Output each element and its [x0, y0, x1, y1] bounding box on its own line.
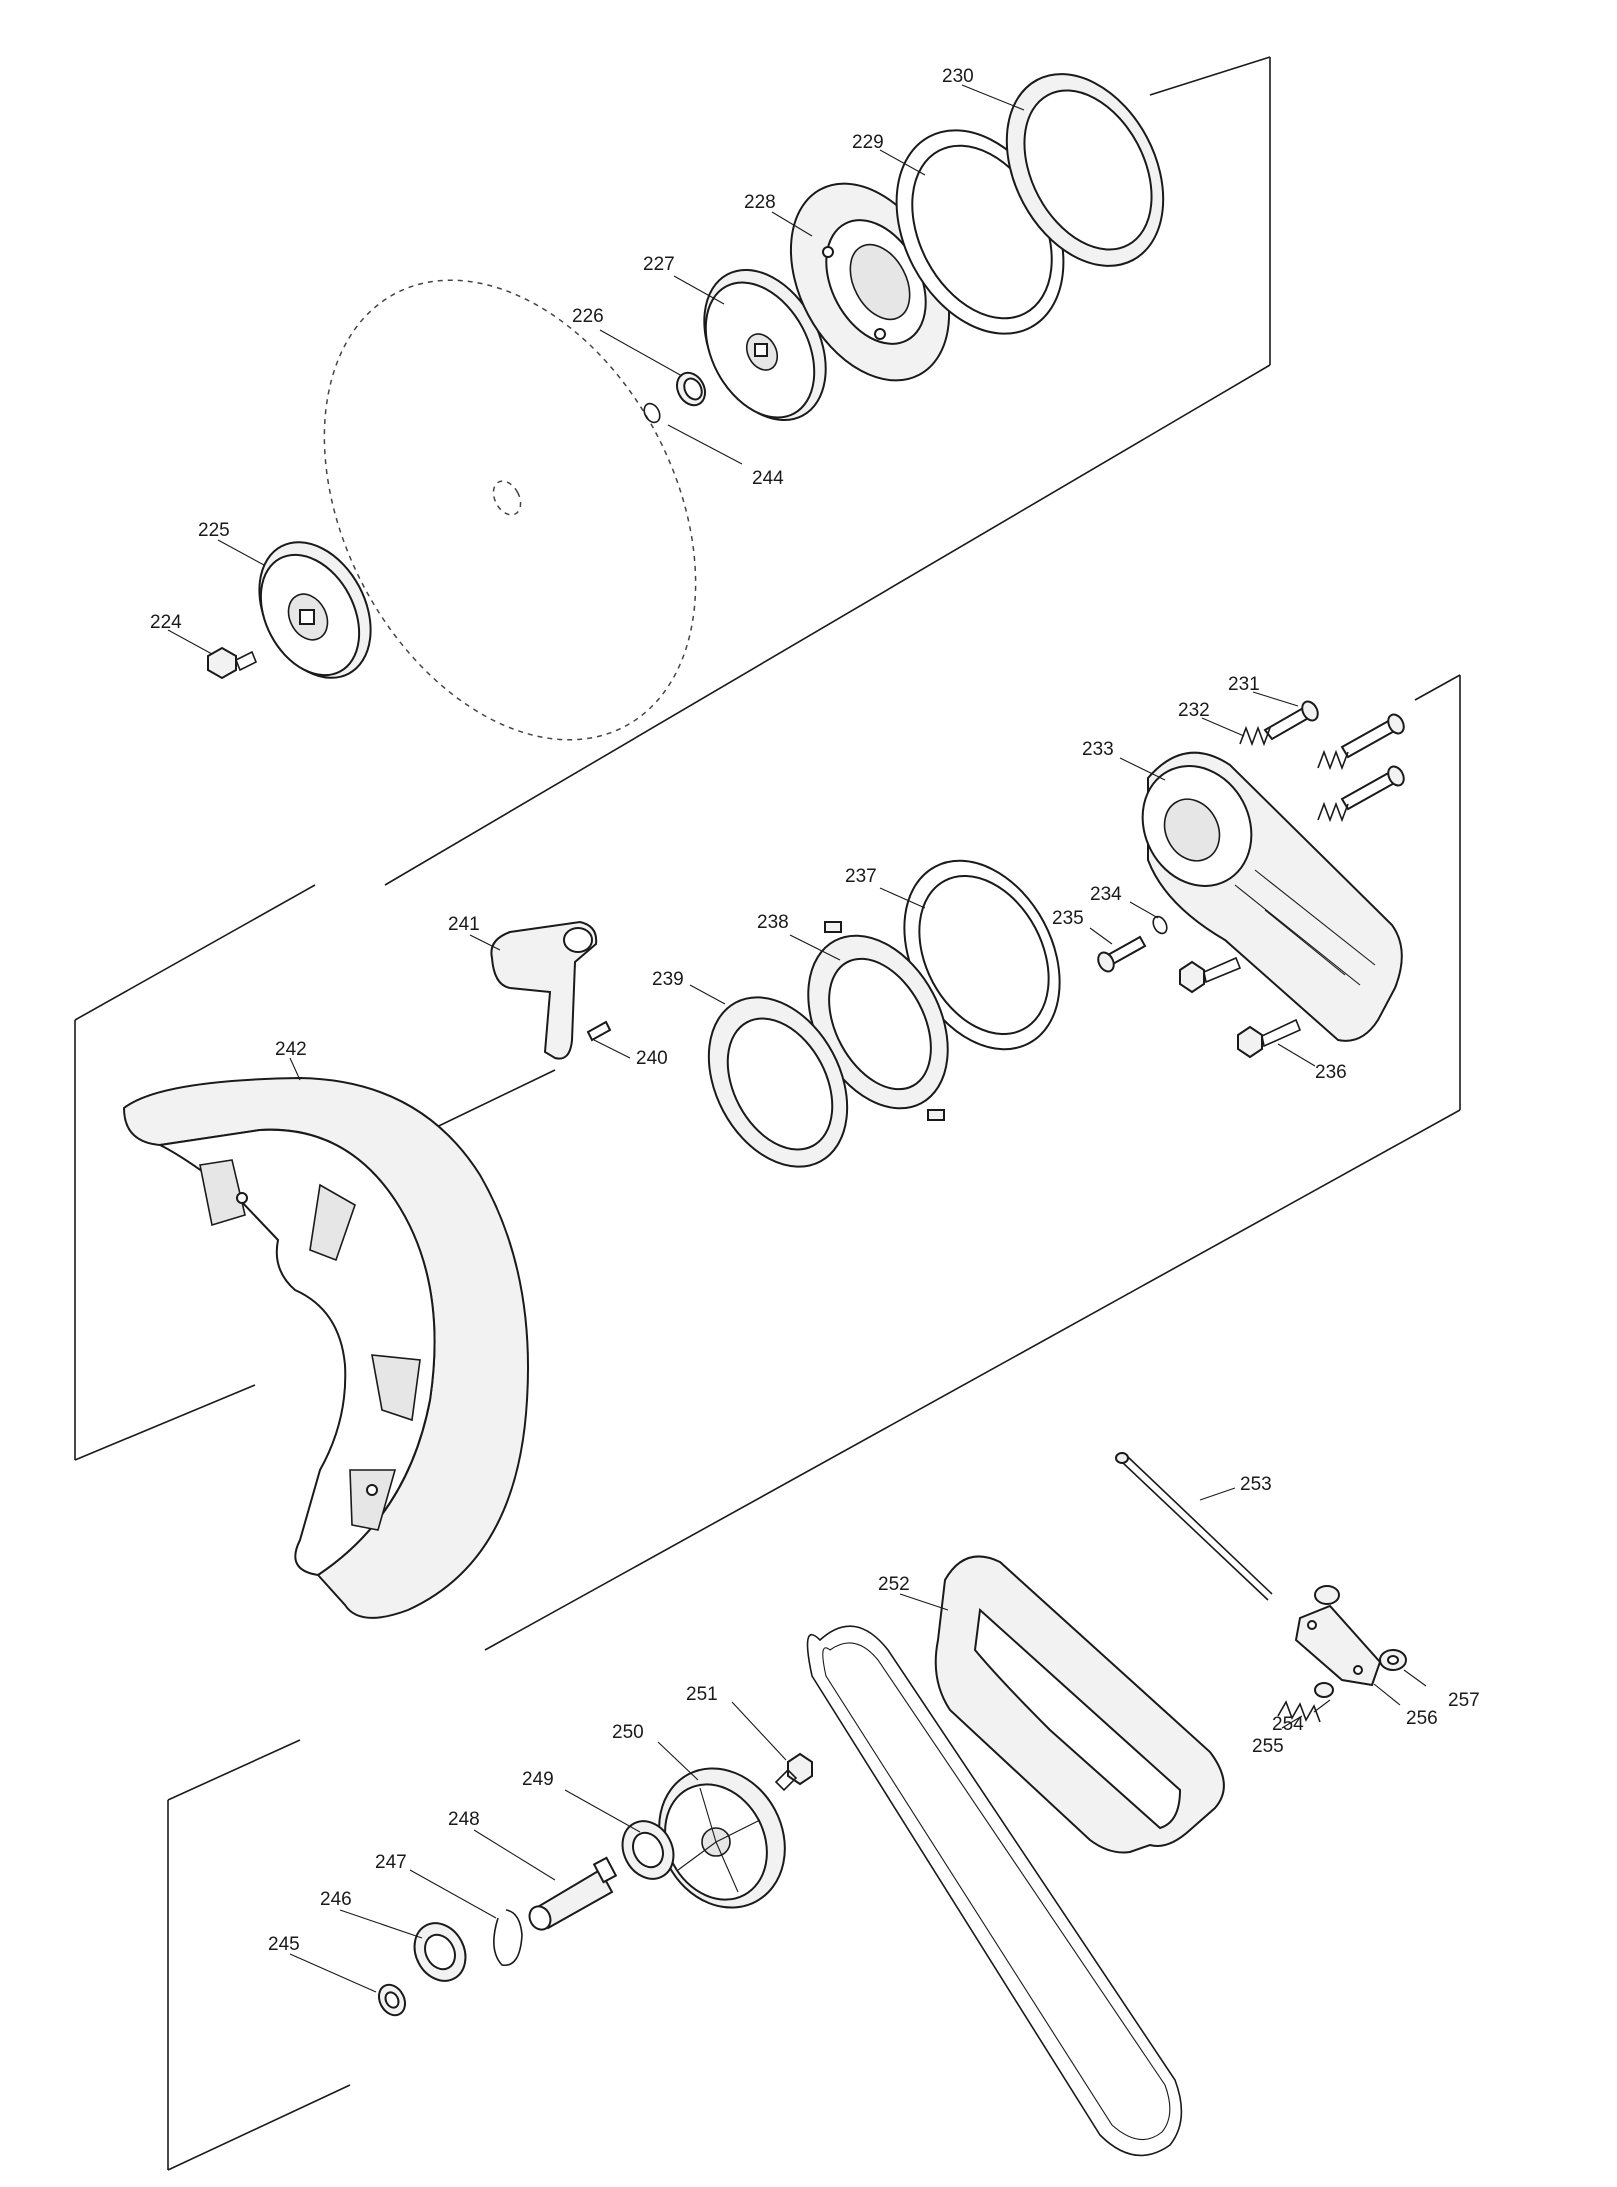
label-225: 225	[198, 520, 230, 541]
part-230-retaining-ring	[1005, 73, 1165, 267]
part-240-screw	[586, 1020, 612, 1042]
label-241: 241	[448, 914, 480, 935]
label-255: 255	[1252, 1736, 1284, 1757]
part-248-shaft	[528, 1856, 618, 1931]
label-240: 240	[636, 1048, 668, 1069]
label-256: 256	[1406, 1708, 1438, 1729]
part-239-ring	[707, 996, 849, 1168]
label-232: 232	[1178, 700, 1210, 721]
label-244: 244	[752, 468, 784, 489]
part-251-bolt	[774, 1752, 813, 1792]
part-233-gear-housing	[1141, 751, 1403, 1042]
label-254: 254	[1272, 1714, 1304, 1735]
assembly-frame-lines	[74, 56, 1461, 2171]
part-246-bearing	[413, 1922, 467, 1982]
label-231: 231	[1228, 674, 1260, 695]
part-224-bolt	[207, 646, 258, 680]
label-251: 251	[686, 1684, 718, 1705]
saw-blade-outline	[323, 279, 697, 741]
part-227-inner-flange	[703, 268, 827, 422]
part-drive-belt	[806, 1625, 1183, 2157]
label-233: 233	[1082, 739, 1114, 760]
label-226: 226	[572, 306, 604, 327]
part-226-collar	[676, 371, 706, 407]
label-249: 249	[522, 1769, 554, 1790]
label-248: 248	[448, 1809, 480, 1830]
part-255-nut	[1314, 1682, 1334, 1698]
label-230: 230	[942, 66, 974, 87]
part-237-gasket	[903, 859, 1061, 1051]
label-237: 237	[845, 866, 877, 887]
part-253-long-bolt	[1115, 1452, 1273, 1601]
part-234-o-ring	[1152, 915, 1168, 935]
part-238-plate	[807, 921, 949, 1121]
label-239: 239	[652, 969, 684, 990]
part-256-plate	[1294, 1604, 1382, 1687]
label-242: 242	[275, 1039, 307, 1060]
label-246: 246	[320, 1889, 352, 1910]
part-252-belt-cover	[934, 1555, 1225, 1854]
part-232-springs	[1239, 725, 1349, 823]
label-252: 252	[878, 1574, 910, 1595]
label-245: 245	[268, 1934, 300, 1955]
label-257: 257	[1448, 1690, 1480, 1711]
part-250-pulley	[658, 1767, 786, 1909]
part-247-snap-ring	[493, 1909, 523, 1966]
part-257-nut	[1314, 1585, 1407, 1671]
part-245-collar	[378, 1983, 406, 2017]
part-244-o-ring	[643, 402, 661, 424]
part-231-bolts	[1263, 700, 1405, 811]
label-234: 234	[1090, 884, 1122, 905]
part-225-outer-flange	[258, 541, 372, 679]
leader-lines	[167, 84, 1427, 1993]
label-224: 224	[150, 612, 182, 633]
label-235: 235	[1052, 908, 1084, 929]
label-247: 247	[375, 1852, 407, 1873]
part-236-bolts	[1179, 956, 1302, 1059]
label-253: 253	[1240, 1474, 1272, 1495]
label-229: 229	[852, 132, 884, 153]
label-227: 227	[643, 254, 675, 275]
label-250: 250	[612, 1722, 644, 1743]
part-249-bearing	[621, 1820, 675, 1880]
part-235-pin	[1097, 935, 1147, 973]
label-228: 228	[744, 192, 776, 213]
part-254-spring	[1277, 1700, 1321, 1723]
part-241-lever	[490, 920, 598, 1060]
part-242-blade-guard	[122, 1076, 530, 1619]
label-238: 238	[757, 912, 789, 933]
label-236: 236	[1315, 1062, 1347, 1083]
